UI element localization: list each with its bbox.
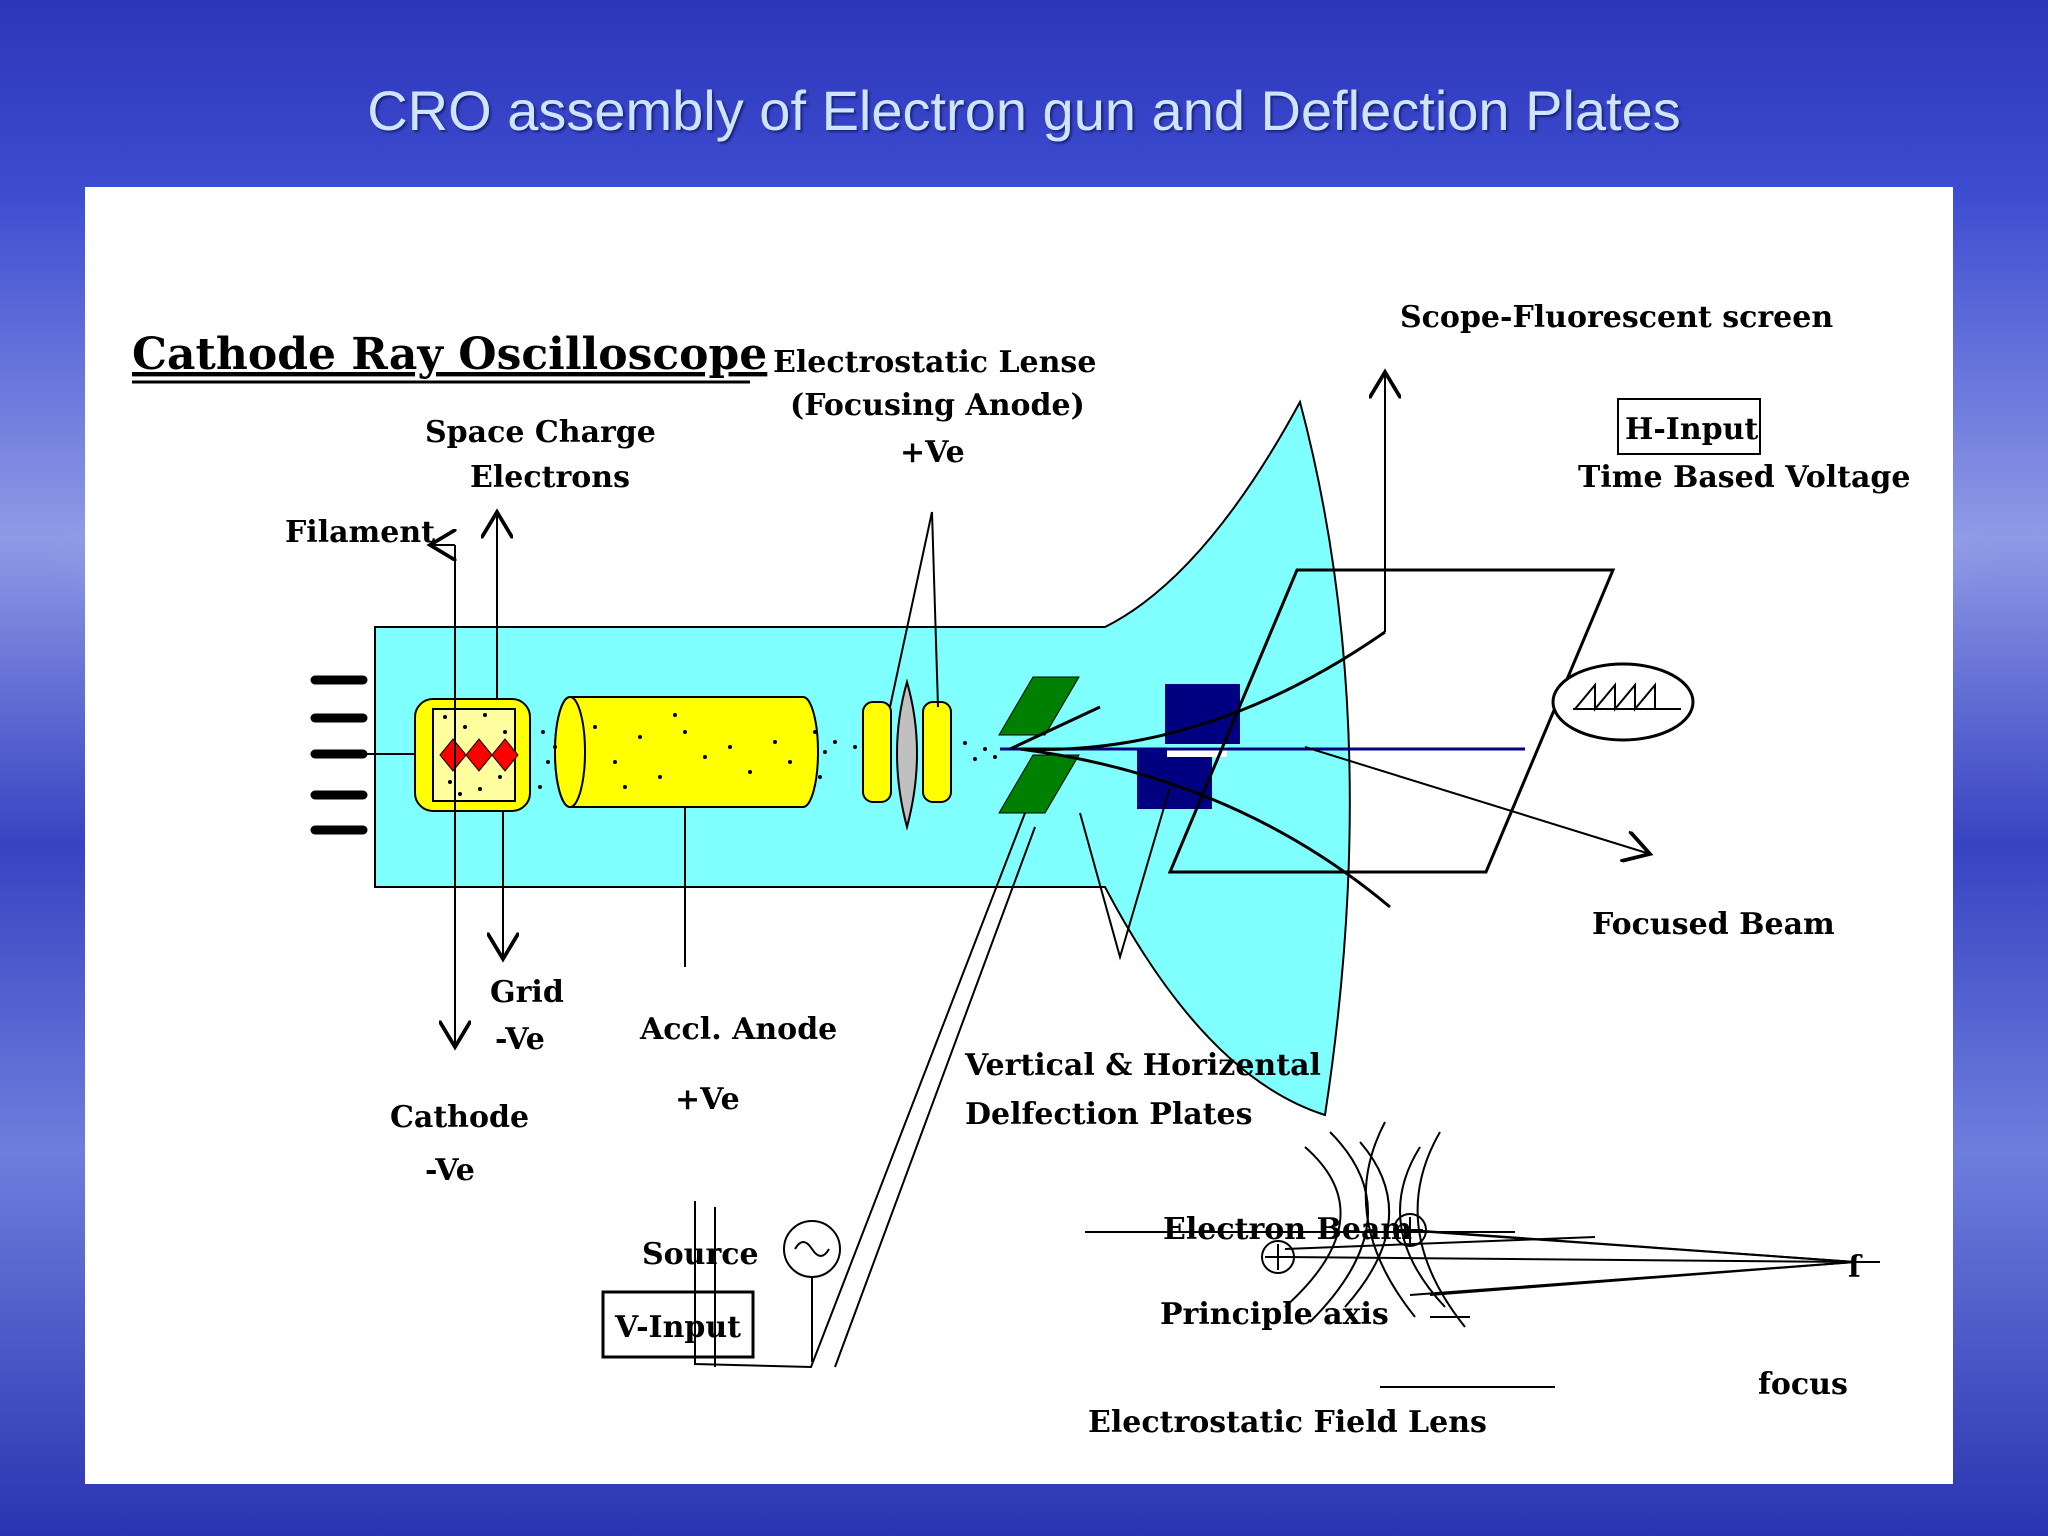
leader-lines (430, 372, 1650, 1369)
label-f: f (1848, 1250, 1863, 1285)
label-principle-axis: Principle axis (1160, 1297, 1389, 1332)
label-field-lens: Electrostatic Field Lens (1088, 1405, 1487, 1440)
label-v-input: V-Input (614, 1310, 741, 1345)
v-input-box (601, 1290, 755, 1359)
ac-source-symbol (783, 1220, 841, 1362)
slide-title: CRO assembly of Electron gun and Deflect… (367, 79, 1681, 142)
label-plates-1: Vertical & Horizental (964, 1048, 1321, 1083)
label-space-charge-2: Electrons (470, 460, 630, 495)
label-focus: focus (1758, 1367, 1848, 1402)
label-filament: Filament (285, 515, 435, 550)
cro-diagram: Cathode Ray Oscilloscope Space Charge El… (132, 300, 1910, 1440)
vertical-deflection-plates (998, 676, 1080, 814)
fluorescent-screen (1167, 568, 1616, 874)
heater-pins (310, 675, 368, 835)
diagram-heading: Cathode Ray Oscilloscope (132, 329, 767, 380)
cathode-element (439, 738, 519, 772)
label-lens-2: (Focusing Anode) (790, 388, 1085, 423)
label-time-based: Time Based Voltage (1578, 460, 1910, 495)
h-input-box (1617, 398, 1761, 455)
label-source: Source (642, 1237, 759, 1272)
electron-beam-lines (1000, 630, 1525, 909)
label-lens-3: +Ve (900, 435, 965, 470)
label-grid-1: Grid (490, 975, 564, 1010)
label-lens-1: Electrostatic Lense (773, 345, 1096, 380)
label-space-charge-1: Space Charge (425, 415, 656, 450)
label-cathode-1: Cathode (390, 1100, 529, 1135)
label-screen: Scope-Fluorescent screen (1400, 300, 1833, 335)
label-accl-1: Accl. Anode (639, 1012, 837, 1047)
label-plates-2: Delfection Plates (965, 1097, 1253, 1132)
label-cathode-2: -Ve (425, 1153, 475, 1188)
label-electron-beam: Electron Beam (1163, 1212, 1412, 1247)
label-accl-2: +Ve (675, 1082, 740, 1117)
label-focused-beam: Focused Beam (1592, 907, 1835, 942)
inset-rays (1284, 1229, 1880, 1296)
electron-dots (443, 713, 997, 796)
label-h-input: H-Input (1625, 412, 1758, 447)
sawtooth-display (1551, 662, 1695, 742)
label-grid-2: -Ve (495, 1022, 545, 1057)
accl-anode (554, 696, 819, 808)
diagram-panel: Cathode Ray Oscilloscope Space Charge El… (85, 187, 1953, 1484)
